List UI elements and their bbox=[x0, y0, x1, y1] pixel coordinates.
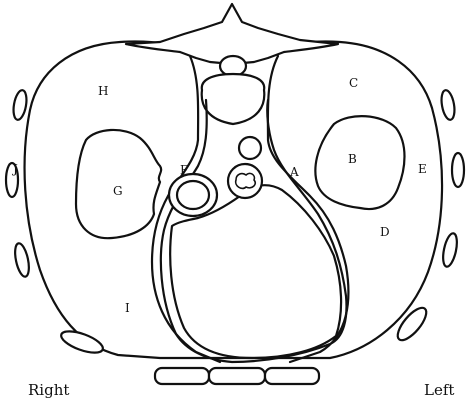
label-c: C bbox=[349, 76, 358, 90]
label-a: A bbox=[289, 165, 299, 179]
orientation-right: Right bbox=[28, 381, 69, 399]
label-b: B bbox=[348, 152, 357, 166]
label-i: I bbox=[125, 301, 130, 315]
rib-right-3 bbox=[13, 242, 32, 278]
rib-left-2 bbox=[452, 153, 464, 187]
sternum-segment-3 bbox=[265, 368, 319, 384]
mediastinal-pleura-right bbox=[268, 56, 349, 362]
sternum-segment-1 bbox=[155, 368, 209, 384]
label-g: G bbox=[113, 184, 123, 198]
rib-left-3 bbox=[441, 232, 460, 268]
esophagus bbox=[239, 137, 261, 159]
label-h: H bbox=[98, 84, 108, 98]
orientation-left: Left bbox=[424, 381, 454, 399]
label-f: F bbox=[180, 163, 188, 177]
label-j: J bbox=[11, 162, 18, 176]
left-lung bbox=[315, 116, 404, 209]
sternum-segment-2 bbox=[209, 368, 265, 384]
rib-right-4 bbox=[59, 327, 106, 357]
rib-right-1 bbox=[11, 89, 28, 121]
label-d: D bbox=[380, 225, 390, 239]
rib-left-1 bbox=[439, 89, 456, 121]
rib-left-4 bbox=[393, 304, 431, 345]
vertebral-body bbox=[202, 74, 265, 124]
label-e: E bbox=[418, 162, 427, 176]
aorta-outer bbox=[228, 164, 262, 198]
